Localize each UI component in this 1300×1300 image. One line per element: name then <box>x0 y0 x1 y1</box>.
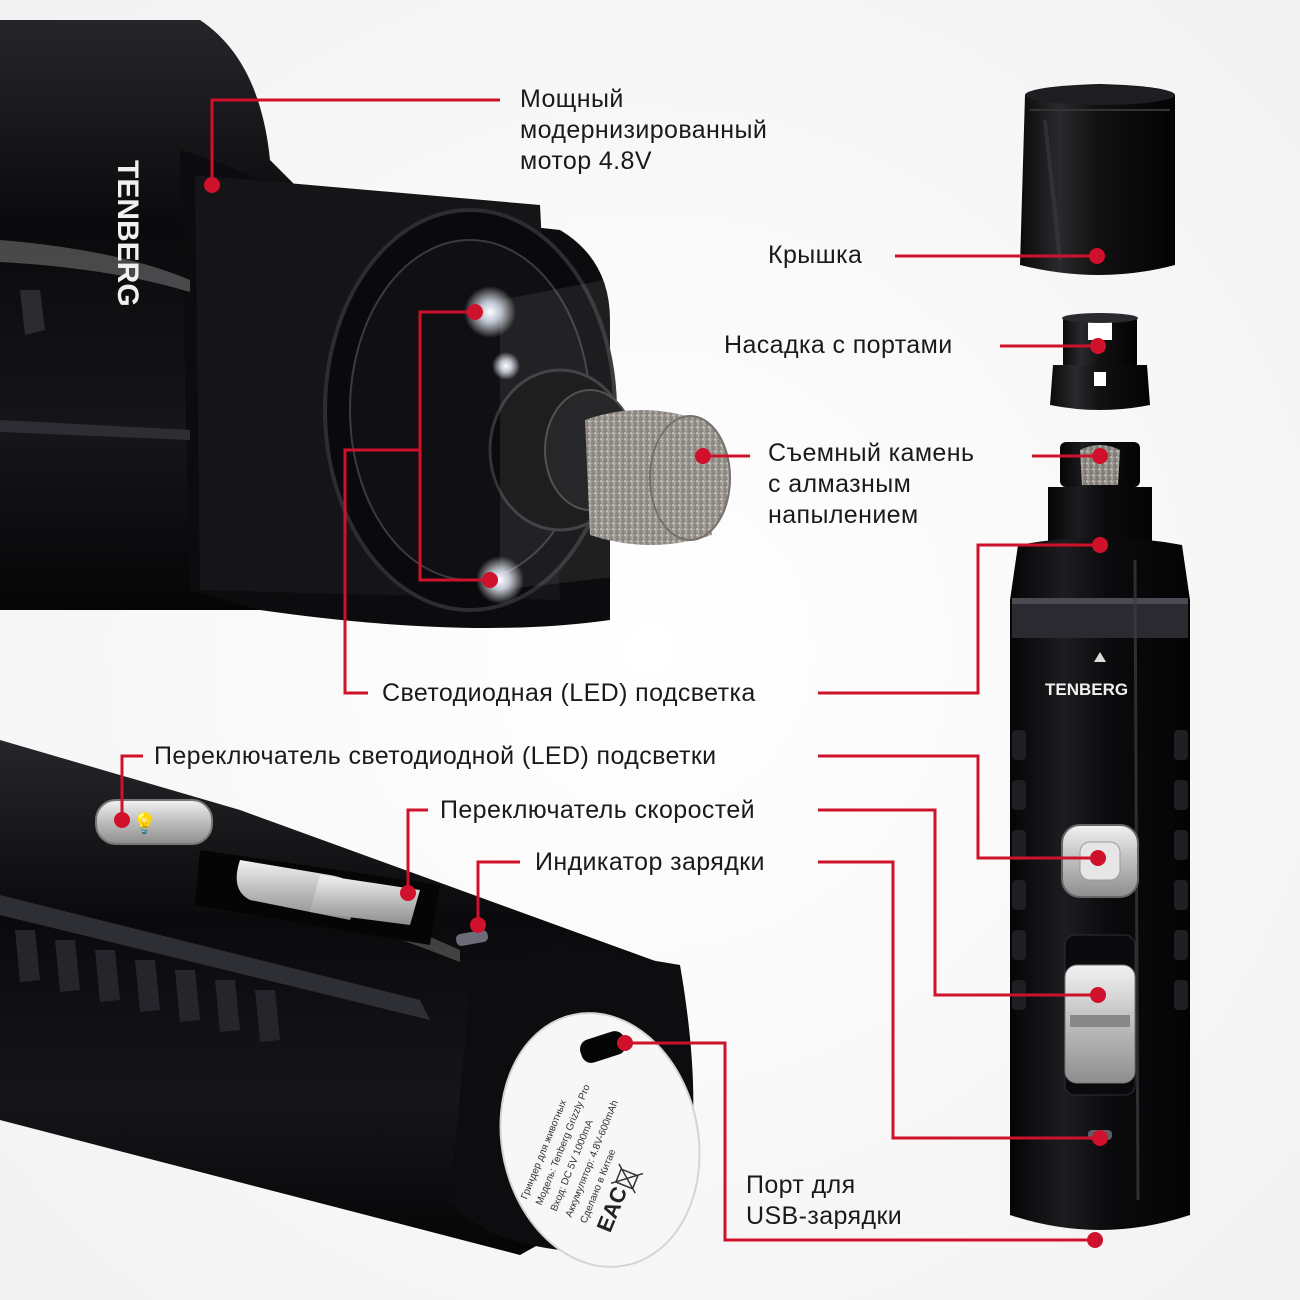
callout-speed-switch: Переключатель скоростей <box>440 796 756 824</box>
callout-dot-icon <box>1090 850 1106 866</box>
crossed-bin-icon <box>610 1163 644 1194</box>
callout-dot-icon <box>1092 448 1108 464</box>
callout-dot-icon <box>482 572 498 588</box>
callout-usb-line-2: USB-зарядки <box>746 1202 903 1230</box>
leader-usb <box>625 1041 1095 1242</box>
callout-dot-icon <box>1092 537 1108 553</box>
callout-dot-icon <box>1090 338 1106 354</box>
callout-motor-line-3: мотор 4.8V <box>520 147 652 175</box>
callout-stone-line-1: Съемный камень <box>768 439 975 467</box>
callout-dot-icon <box>400 885 416 901</box>
callout-stone-line-3: напылением <box>768 501 919 529</box>
leader-led-right <box>818 543 1100 695</box>
callout-dot-icon <box>1089 248 1105 264</box>
callout-charge-indicator: Индикатор зарядки <box>535 848 765 876</box>
leader-led-main <box>343 448 420 695</box>
cap-part <box>1020 84 1175 275</box>
leader-speed-right <box>818 808 1098 997</box>
callout-motor: Мощный модернизированный мотор 4.8V <box>520 84 767 177</box>
leader-led-switch-left <box>120 754 143 820</box>
closeup-brand: TENBERG <box>111 160 144 307</box>
callout-cap: Крышка <box>768 241 863 269</box>
led-light-bottom <box>476 556 524 604</box>
callout-dot-icon <box>467 304 483 320</box>
grinder-vertical: TENBERG <box>1010 442 1190 1230</box>
leader-speed-left <box>406 808 428 893</box>
callout-motor-line-2: модернизированный <box>520 116 768 144</box>
callout-dot-icon <box>204 177 220 193</box>
callout-dot-icon <box>1090 987 1106 1003</box>
angled-led-switch <box>95 799 213 845</box>
leader-led-bracket <box>418 310 490 582</box>
callout-stone: Съемный камень с алмазным напылением <box>768 438 974 531</box>
callout-stone-line-2: с алмазным <box>768 470 912 498</box>
callout-motor-line-1: Мощный <box>520 85 624 113</box>
vertical-brand: TENBERG <box>1045 680 1128 699</box>
callout-usb-line-1: Порт для <box>746 1171 856 1199</box>
callout-dot-icon <box>114 812 130 828</box>
callout-nozzle: Насадка с портами <box>724 331 953 359</box>
grinder-angled-bottom: 💡 Гриндер для животных Модель: Tenberg G… <box>0 740 701 1268</box>
nozzle-part <box>1050 313 1150 410</box>
callout-dot-icon <box>617 1035 633 1051</box>
leader-lines <box>120 98 1100 1242</box>
leader-motor <box>210 98 500 185</box>
callout-dot-icon <box>1087 1232 1103 1248</box>
callout-dot-icon <box>470 917 486 933</box>
callout-led-switch: Переключатель светодиодной (LED) подсвет… <box>154 742 717 770</box>
callout-dots <box>114 177 1108 1248</box>
leader-led-switch-right <box>818 754 1098 860</box>
led-light-top <box>464 286 516 338</box>
callout-dot-icon <box>1092 1130 1108 1146</box>
device-label-sticker <box>499 1012 701 1268</box>
angled-charge-indicator <box>455 930 489 946</box>
grinder-closeup-top: TENBERG <box>0 20 760 628</box>
usb-port <box>580 1031 626 1063</box>
leader-charge-right <box>818 860 1100 1140</box>
callout-dot-icon <box>695 448 711 464</box>
leader-charge-left <box>476 860 520 925</box>
callout-usb-port: Порт для USB-зарядки <box>746 1170 902 1232</box>
bulb-icon: 💡 <box>132 811 157 835</box>
callout-led: Светодиодная (LED) подсветка <box>382 679 756 707</box>
